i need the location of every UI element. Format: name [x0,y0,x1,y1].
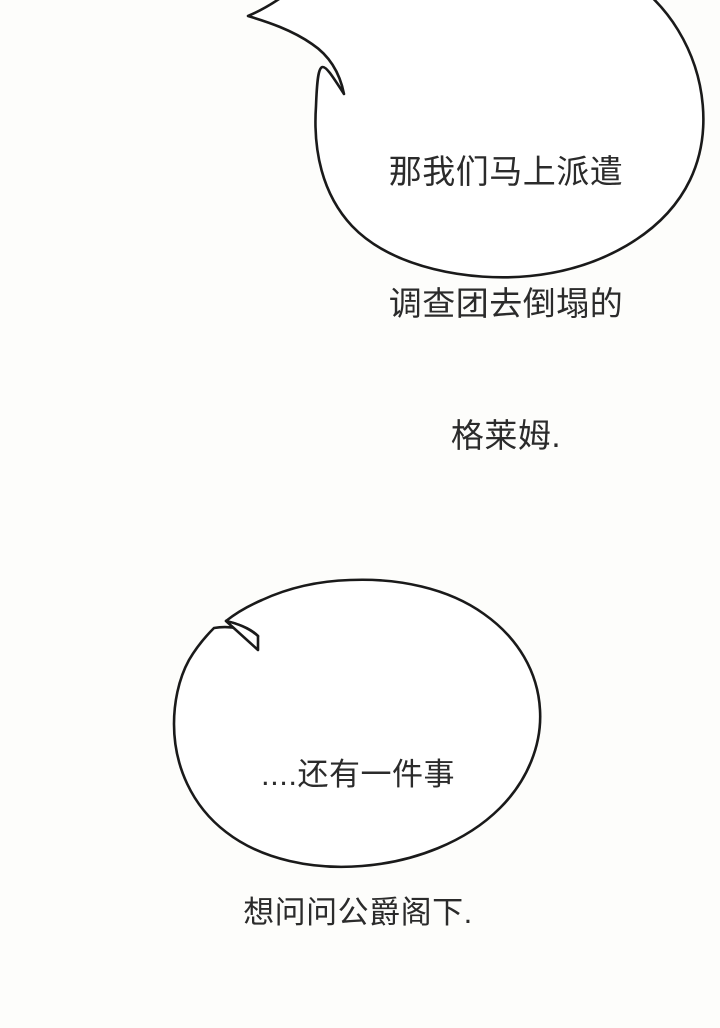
bubble-1-line-3: 格莱姆. [450,417,562,454]
bubble-1-dialogue: 那我们马上派遣 调查团去倒塌的 格莱姆. [312,62,700,546]
bubble-2-line-2: 想问问公爵阁下. [243,895,473,930]
bubble-2-tail-notch [224,619,260,652]
bubble-1-line-1: 那我们马上派遣 [388,153,624,190]
bubble-2-dialogue: ....还有一件事 想问问公爵阁下. [174,660,542,1028]
bubble-2-line-1: ....还有一件事 [261,757,455,792]
bubble-1-line-2: 调查团去倒塌的 [388,285,624,322]
comic-panel: 那我们马上派遣 调查团去倒塌的 格莱姆. ....还有一件事 想问问公爵阁下. [172,0,705,930]
